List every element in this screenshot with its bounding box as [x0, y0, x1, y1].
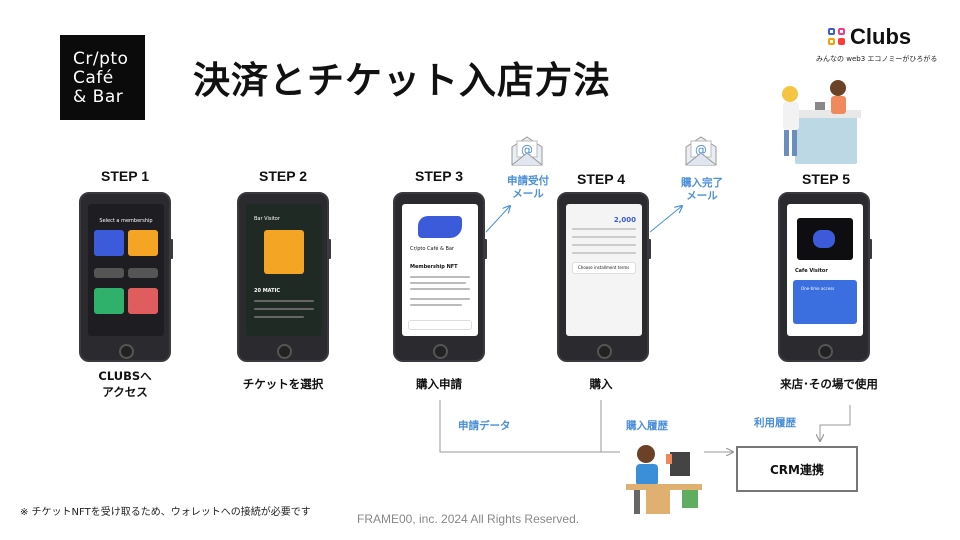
- phone-step1: Select a membership: [79, 192, 173, 362]
- crm-integration-box: CRM連携: [736, 446, 858, 492]
- membership-screen: Select a membership: [88, 204, 164, 336]
- home-button: [119, 344, 134, 359]
- svg-text:@: @: [695, 143, 707, 157]
- step-label: STEP 4: [577, 171, 625, 187]
- home-button: [433, 344, 448, 359]
- phone-step3: Cr/pto Café & Bar Membership NFT: [393, 192, 487, 362]
- clubs-logo-icon: [828, 28, 846, 46]
- desk-worker-illustration: [626, 445, 702, 514]
- step-caption: チケットを選択: [242, 377, 324, 391]
- svg-text:@: @: [521, 143, 533, 157]
- step-caption: 購入申請: [416, 377, 462, 391]
- ticket-note: One-time access: [801, 286, 835, 291]
- home-button: [818, 344, 833, 359]
- copyright: FRAME00, inc. 2024 All Rights Reserved.: [357, 512, 580, 526]
- payment-amount: 2,000: [613, 216, 636, 224]
- flow-label-usage-history: 利用履歴: [754, 417, 796, 429]
- phone-step2: Bar Visitor 20 MATIC: [237, 192, 331, 362]
- step-label: STEP 5: [802, 171, 850, 187]
- step-label: STEP 2: [259, 168, 307, 184]
- ticket-use-screen: Cafe Visitor One-time access: [787, 204, 863, 336]
- step-label: STEP 3: [415, 168, 463, 184]
- crypto-cafe-bar-logo: Cr/pto Café & Bar: [60, 35, 145, 120]
- flow-label-purchase-history: 購入履歴: [626, 420, 668, 432]
- mail-icon: @: [685, 136, 717, 166]
- step-caption: CLUBSへ アクセス: [98, 369, 152, 399]
- screen-title: Bar Visitor: [254, 216, 280, 222]
- screen-title: Select a membership: [99, 218, 153, 224]
- wallet-note: ※ チケットNFTを受け取るため、ウォレットへの接続が必要です: [20, 507, 311, 518]
- logo-line: & Bar: [73, 87, 124, 107]
- logo-line: Café: [73, 68, 114, 88]
- ticket-screen: Bar Visitor 20 MATIC: [246, 204, 322, 336]
- installment-text: Choose installment terms: [578, 265, 630, 270]
- cafe-counter-illustration: [782, 80, 861, 164]
- page-title: 決済とチケット入店方法: [193, 59, 611, 102]
- screen-title: Cafe Visitor: [795, 268, 828, 274]
- logo-line: Cr/pto: [73, 49, 129, 69]
- brand-name: Clubs: [850, 24, 912, 49]
- brand-tagline: みんなの web3 エコノミーがひろがる: [816, 55, 938, 63]
- mail-label: 購入完了 メール: [681, 177, 723, 202]
- step-caption: 購入: [589, 377, 613, 391]
- screen-logo: Cr/pto Café & Bar: [410, 246, 455, 252]
- step-caption: 来店･その場で使用: [780, 377, 878, 391]
- home-button: [597, 344, 612, 359]
- home-button: [277, 344, 292, 359]
- application-screen: Cr/pto Café & Bar Membership NFT: [402, 204, 478, 336]
- phone-step4: 2,000 Choose installment terms: [557, 192, 651, 362]
- step-label: STEP 1: [101, 168, 149, 184]
- flow-label-apply-data: 申請データ: [458, 420, 511, 432]
- mail-icon: @: [511, 136, 543, 166]
- ticket-price: 20 MATIC: [254, 288, 281, 294]
- screen-title: Membership NFT: [410, 264, 458, 270]
- payment-screen: 2,000 Choose installment terms: [566, 204, 642, 336]
- phone-step5: Cafe Visitor One-time access: [778, 192, 872, 362]
- mail-label: 申請受付 メール: [507, 175, 549, 200]
